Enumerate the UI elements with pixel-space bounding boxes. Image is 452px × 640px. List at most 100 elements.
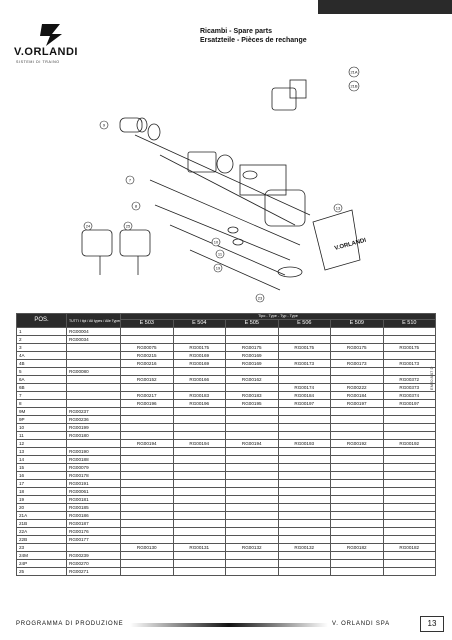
part-code-cell: RG00080 <box>66 367 121 376</box>
header-bar <box>318 0 452 14</box>
part-code-cell <box>277 535 331 544</box>
part-code-cell <box>330 327 384 336</box>
part-code-cell <box>172 567 226 576</box>
part-code-cell: RG00175 <box>330 343 384 352</box>
pos-cell: 16 <box>16 471 67 480</box>
part-code-cell <box>330 407 384 416</box>
part-code-cell: RG00222 <box>330 383 384 392</box>
part-code-cell <box>225 415 279 424</box>
part-code-cell <box>120 503 174 512</box>
part-code-cell <box>382 527 436 536</box>
pos-cell: 21B <box>16 519 67 528</box>
exploded-parts-drawing: 21A 21B 9 7 8 10 11 19 13 24 25 23 V.ORL… <box>81 66 367 303</box>
part-code-cell <box>120 423 174 432</box>
svg-text:11: 11 <box>218 252 223 257</box>
part-code-cell: RG00034 <box>66 335 121 344</box>
part-code-cell <box>277 423 331 432</box>
part-code-cell <box>225 535 279 544</box>
part-code-cell: RG00197 <box>382 399 436 408</box>
svg-text:9: 9 <box>103 123 106 128</box>
part-code-cell <box>330 479 384 488</box>
part-code-cell <box>225 383 279 392</box>
part-code-cell: RG00184 <box>330 391 384 400</box>
part-code-cell <box>330 463 384 472</box>
part-code-cell <box>66 343 121 352</box>
part-code-cell: RG00372 <box>382 375 436 384</box>
pos-cell: 3 <box>16 343 67 352</box>
part-code-cell <box>382 431 436 440</box>
part-code-cell <box>330 351 384 360</box>
part-code-cell <box>277 503 331 512</box>
part-code-cell <box>172 495 226 504</box>
part-code-cell <box>382 367 436 376</box>
part-code-cell <box>172 423 226 432</box>
pos-cell: 6A <box>16 375 67 384</box>
model-header: E 503 <box>120 319 174 328</box>
part-code-cell <box>330 503 384 512</box>
part-code-cell <box>172 367 226 376</box>
part-code-cell: RG00169 <box>225 359 279 368</box>
part-code-cell <box>277 511 331 520</box>
part-code-cell: RG00173 <box>330 359 384 368</box>
part-code-cell <box>330 567 384 576</box>
part-code-cell <box>66 383 121 392</box>
part-code-cell <box>225 495 279 504</box>
part-code-cell <box>120 407 174 416</box>
part-code-cell: RG00199 <box>66 423 121 432</box>
part-code-cell <box>277 495 331 504</box>
part-code-cell <box>382 327 436 336</box>
pos-cell: 15 <box>16 463 67 472</box>
part-code-cell <box>277 471 331 480</box>
pos-cell: 8 <box>16 399 67 408</box>
part-code-cell <box>120 447 174 456</box>
part-code-cell: RG00132 <box>225 543 279 552</box>
part-code-cell: RG00197 <box>277 399 331 408</box>
part-code-cell <box>330 487 384 496</box>
part-code-cell <box>225 407 279 416</box>
part-code-cell: RG00176 <box>66 527 121 536</box>
footer-left: PROGRAMMA DI PRODUZIONE <box>16 621 124 627</box>
part-code-cell <box>120 511 174 520</box>
page-title: Ricambi - Spare parts <box>200 28 272 35</box>
model-header: E 506 <box>277 319 331 328</box>
brand-name: V.ORLANDI <box>14 46 78 58</box>
model-header: E 510 <box>382 319 436 328</box>
part-code-cell <box>330 511 384 520</box>
part-code-cell: RG00196 <box>120 399 174 408</box>
part-code-cell <box>172 455 226 464</box>
part-code-cell <box>382 551 436 560</box>
part-code-cell <box>120 479 174 488</box>
part-code-cell <box>277 519 331 528</box>
part-code-cell <box>120 495 174 504</box>
pos-cell: 25 <box>16 567 67 576</box>
part-code-cell: RG00162 <box>225 375 279 384</box>
part-code-cell <box>330 519 384 528</box>
part-code-cell <box>277 527 331 536</box>
part-code-cell: RG00270 <box>66 559 121 568</box>
part-code-cell <box>225 335 279 344</box>
part-code-cell <box>120 455 174 464</box>
part-code-cell <box>382 519 436 528</box>
part-code-cell <box>330 551 384 560</box>
part-code-cell <box>225 559 279 568</box>
part-code-cell <box>66 375 121 384</box>
part-code-cell <box>120 383 174 392</box>
svg-text:21A: 21A <box>350 70 357 75</box>
plate-brand-text: V.ORLANDI <box>334 238 367 252</box>
pos-cell: 13 <box>16 447 67 456</box>
part-code-cell <box>120 487 174 496</box>
part-code-cell: RG00079 <box>66 463 121 472</box>
pos-cell: 22A <box>16 527 67 536</box>
